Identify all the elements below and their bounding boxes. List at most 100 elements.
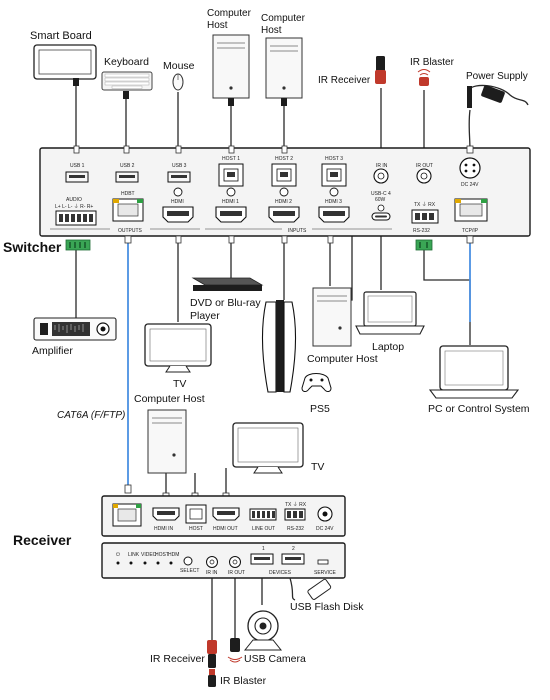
led-video <box>143 561 147 565</box>
usb-flash-label: USB Flash Disk <box>290 601 364 613</box>
ps5-device: PS5 <box>261 300 332 415</box>
device-port1-label: 1 <box>262 546 265 552</box>
tv-top-label: TV <box>173 378 186 390</box>
power-supply-device: Power Supply <box>466 71 529 108</box>
host3-port <box>321 163 347 187</box>
ir-in-label: IR IN <box>376 163 388 169</box>
laptop-device: Laptop <box>355 291 425 353</box>
led-power <box>116 561 120 565</box>
switcher-label: Switcher <box>3 239 62 255</box>
hdbt-label: HDBT <box>121 191 135 197</box>
gamepad-icon <box>301 373 332 392</box>
receiver-dc-label: DC 24V <box>316 526 334 532</box>
pc-control-label: PC or Control System <box>428 403 530 415</box>
receiver-ir-in-label: IR IN <box>206 570 218 576</box>
mouse-device: Mouse <box>163 60 195 91</box>
ir-receiver-icon <box>376 56 385 72</box>
pc-control-device: PC or Control System <box>428 345 530 415</box>
cable-rs232 <box>423 250 471 300</box>
hdmi-out-label: HDMI <box>171 199 184 205</box>
switcher-panel: USB 1 USB 2 USB 3 HOST 1 HOST 2 HOST 3 I… <box>39 147 531 237</box>
tv-rx-device: TV <box>232 422 324 474</box>
ir-blaster-top-label: IR Blaster <box>410 57 455 68</box>
hdmi1-label: HDMI 1 <box>222 199 239 205</box>
led-video-label: VIDEO <box>141 552 157 558</box>
amplifier-device: Amplifier <box>32 317 117 357</box>
outputs-label: OUTPUTS <box>118 228 143 234</box>
ps5-console-icon <box>261 301 277 393</box>
led-link <box>129 561 133 565</box>
usb-camera-device: USB Camera <box>243 610 306 665</box>
power-supply-label: Power Supply <box>466 71 528 82</box>
hdmi3-label: HDMI 3 <box>325 199 342 205</box>
host1-port <box>218 163 244 187</box>
cat6a-label: CAT6A (F/FTP) <box>57 410 125 421</box>
usb3-label: USB 3 <box>172 163 187 169</box>
hdmi2-label: HDMI 2 <box>275 199 292 205</box>
ir-receiver-bottom-label: IR Receiver <box>150 653 205 665</box>
led-power-label: ⏻ <box>116 552 120 558</box>
audio-label: AUDIO <box>66 197 82 203</box>
ps5-label: PS5 <box>310 403 330 415</box>
ir-blaster-bottom: IR Blaster <box>208 638 267 687</box>
keyboard-label: Keyboard <box>104 56 149 68</box>
dc-power-jack <box>459 157 481 179</box>
laptop-label: Laptop <box>372 341 404 353</box>
ir-receiver-top: IR Receiver <box>318 56 386 86</box>
led-hdm-label: HDM <box>168 552 179 558</box>
receiver-front-chassis <box>101 542 346 579</box>
rs232-label: RS-232 <box>413 228 430 234</box>
inputs-label: INPUTS <box>288 228 307 234</box>
power-adapter-icon <box>481 85 505 103</box>
led-link-label: LINK <box>128 552 140 558</box>
service-label: SERVICE <box>314 570 337 576</box>
dvd-player-device: DVD or Blu-ray Player <box>190 277 264 322</box>
computer-host-mid: Computer Host <box>307 287 378 365</box>
receiver-label: Receiver <box>13 532 72 548</box>
device-port2-label: 2 <box>292 546 295 552</box>
host3-label: HOST 3 <box>325 156 343 162</box>
ir-receiver-bottom: IR Receiver <box>150 640 217 668</box>
computer-host-top1-label-2: Host <box>207 20 228 31</box>
host2-port <box>271 163 297 187</box>
dc24v-label: DC 24V <box>461 182 479 188</box>
rs232-txrx-label: TX ⏚ RX <box>414 201 436 208</box>
receiver-front-panel: ⏻ LINK VIDEO HOST HDM SELECT IR IN IR OU… <box>101 542 346 579</box>
host2-label: HOST 2 <box>275 156 293 162</box>
ir-receiver-icon <box>207 640 217 654</box>
receiver-line-out-label: LINE OUT <box>252 526 275 532</box>
ir-out-label: IR OUT <box>416 163 433 169</box>
usb-flash-disk-device: USB Flash Disk <box>289 577 364 613</box>
pc-tower-icon <box>312 287 352 347</box>
computer-host-top1-label-1: Computer <box>207 8 252 19</box>
amplifier-label: Amplifier <box>32 345 73 357</box>
tcpip-label: TCP/IP <box>462 228 479 234</box>
ir-blaster-bottom-label: IR Blaster <box>220 675 267 687</box>
receiver-hdmi-in-label: HDMI IN <box>154 526 174 532</box>
smart-board-label: Smart Board <box>30 30 92 42</box>
host1-label: HOST 1 <box>222 156 240 162</box>
receiver-rs232-label: RS-232 <box>287 526 304 532</box>
tv-top-device: TV <box>144 323 212 390</box>
receiver-ir-out-label: IR OUT <box>228 570 245 576</box>
pc-tower-icon <box>147 409 187 474</box>
audio-plug-green <box>65 239 91 251</box>
computer-host-rx: Computer Host <box>134 393 205 474</box>
dvd-label-2: Player <box>190 310 220 322</box>
led-hdm <box>169 561 173 565</box>
audio-pins-label: L+ L- L- ⏚ R- R+ <box>55 203 93 210</box>
led-host-label: HOST <box>155 552 169 558</box>
ir-blaster-icon <box>419 77 429 86</box>
led-host <box>156 561 160 565</box>
tv-rx-label: TV <box>311 461 324 473</box>
computer-host-mid-label: Computer Host <box>307 353 378 365</box>
select-label: SELECT <box>180 568 199 574</box>
select-button <box>183 556 193 566</box>
computer-host-top-2: Computer Host <box>261 13 306 106</box>
devices-label: DEVICES <box>269 570 292 576</box>
keyboard-device: Keyboard <box>101 56 153 99</box>
ir-blaster-top: IR Blaster <box>410 57 455 86</box>
usb2-label: USB 2 <box>120 163 135 169</box>
usb-flash-icon <box>307 578 332 600</box>
